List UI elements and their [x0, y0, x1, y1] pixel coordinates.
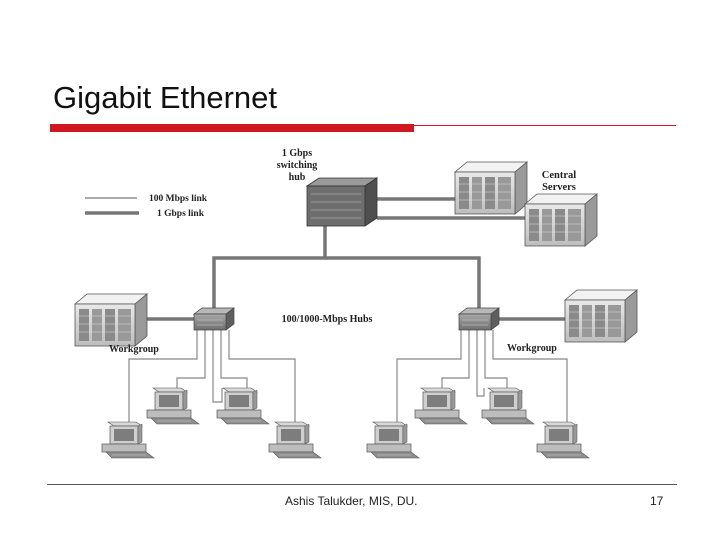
switch-label-line-1: 1 Gbps	[282, 148, 312, 159]
workgroup-server-left	[74, 293, 148, 347]
central-server-2	[524, 193, 598, 247]
workgroup-label-left: Workgroup	[109, 344, 159, 355]
workstation-left-2	[216, 387, 270, 425]
workstation-right-1	[414, 387, 468, 425]
workgroup-server-right	[564, 289, 638, 343]
hubs-label: 100/1000-Mbps Hubs	[282, 314, 373, 325]
gigabit-ethernet-diagram: 100 Mbps link 1 Gbps link 1 Gbps switchi…	[74, 148, 638, 459]
legend: 100 Mbps link 1 Gbps link	[85, 194, 208, 219]
gigabit-switching-hub	[305, 177, 379, 227]
workstation-right-2	[481, 387, 535, 425]
legend-label-100mbps: 100 Mbps link	[149, 194, 208, 204]
switch-label-line-3: hub	[289, 172, 306, 183]
title-underline-accent	[50, 124, 414, 132]
central-server-1	[454, 161, 528, 215]
footer-divider	[47, 484, 677, 485]
gigabit-links	[147, 197, 567, 321]
hub-right	[458, 307, 500, 331]
workstation-right-4	[536, 421, 590, 459]
workstation-left-4	[268, 421, 322, 459]
switch-label-line-2: switching	[277, 160, 318, 171]
footer-author: Ashis Talukder, MIS, DU.	[285, 494, 418, 508]
hub-left	[193, 307, 235, 331]
fast-ethernet-links	[128, 330, 568, 424]
legend-label-1gbps: 1 Gbps link	[157, 209, 205, 219]
title-underline-rule	[414, 125, 676, 126]
workstation-right-3	[366, 421, 420, 459]
workgroup-label-right: Workgroup	[507, 343, 557, 354]
workstation-left-1	[146, 387, 200, 425]
page-title: Gigabit Ethernet	[53, 80, 278, 115]
workstation-left-3	[101, 421, 155, 459]
servers-label-line-1: Central	[542, 170, 576, 181]
servers-label-line-2: Servers	[542, 182, 576, 193]
page-number: 17	[650, 494, 664, 508]
